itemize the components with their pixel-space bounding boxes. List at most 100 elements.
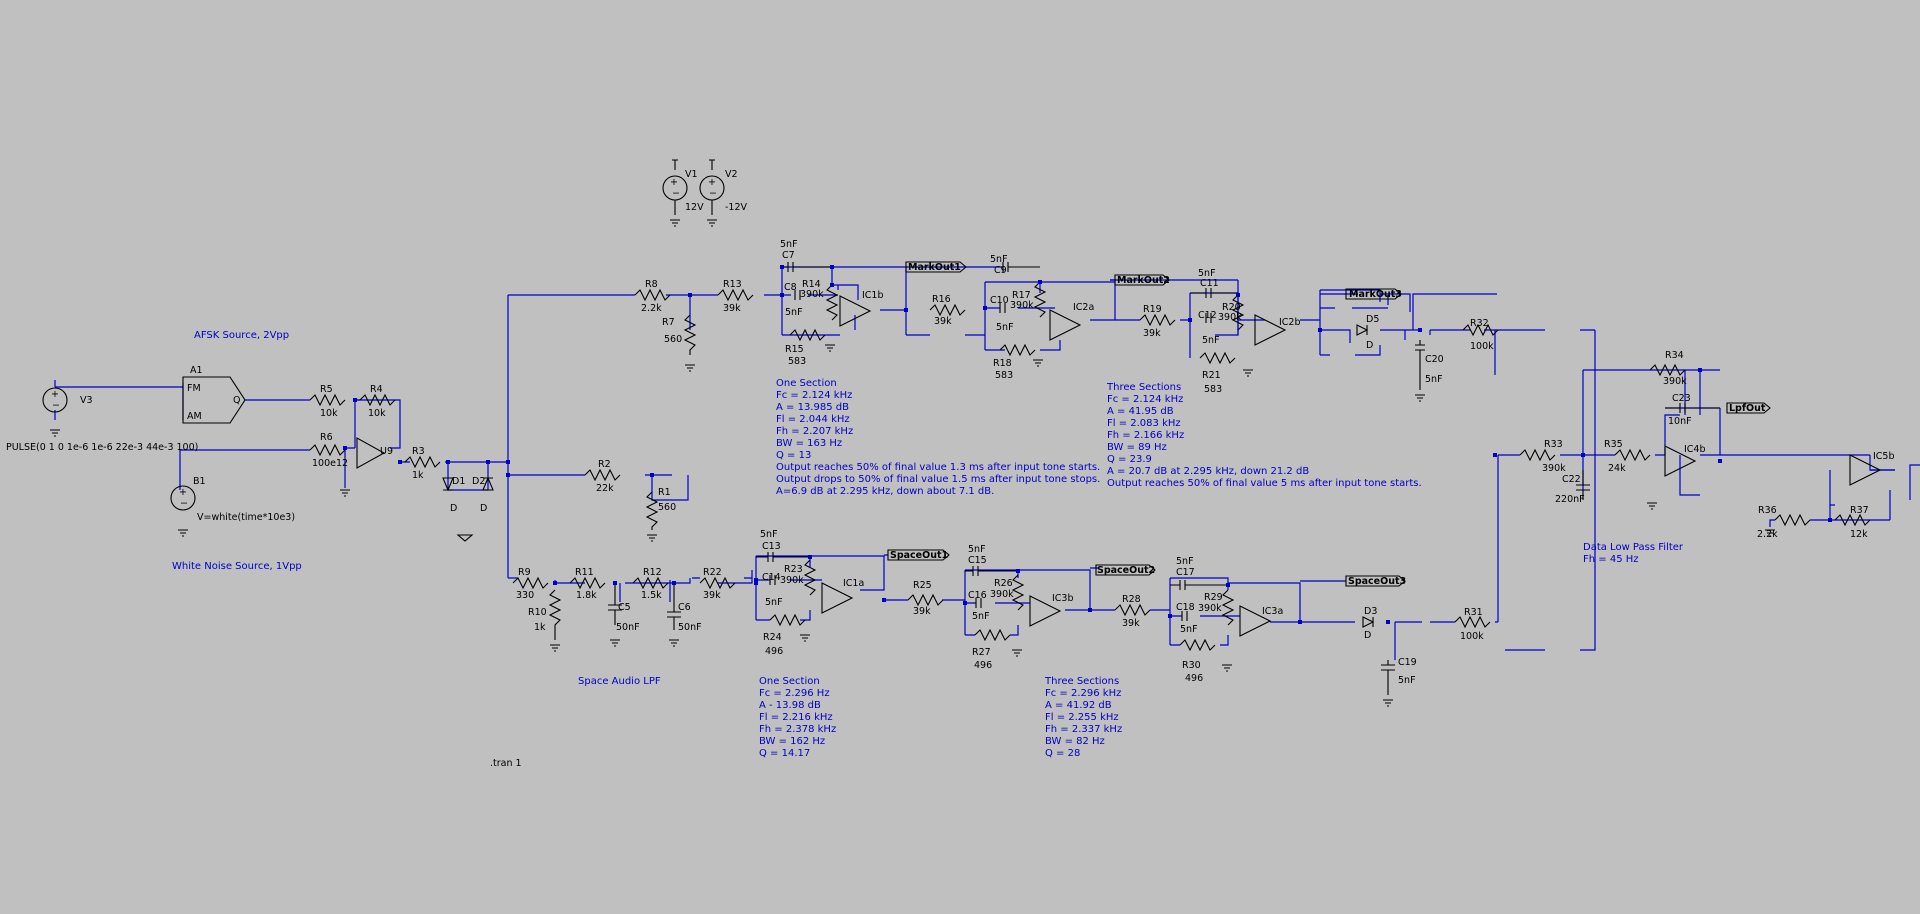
svg-text:10k: 10k <box>368 408 386 419</box>
data-lpf-fh: Fh = 45 Hz <box>1583 554 1639 565</box>
svg-text:R25: R25 <box>913 580 932 591</box>
afsk-modulator-a1: A1 FM AM Q <box>182 365 246 424</box>
svg-text:C20: C20 <box>1425 354 1444 365</box>
svg-text:1.8k: 1.8k <box>576 590 597 601</box>
svg-text:R13: R13 <box>723 279 742 290</box>
svg-text:R31: R31 <box>1464 607 1483 618</box>
opamps: U9 IC1b IC2a IC2b IC1a IC3b IC3a IC4b IC… <box>356 290 1895 637</box>
svg-text:C14: C14 <box>762 572 781 583</box>
mark-one-section-note: One Section Fc = 2.124 kHz A = 13.985 dB… <box>776 378 1100 497</box>
svg-text:V3: V3 <box>80 395 93 406</box>
svg-text:-12V: -12V <box>725 202 748 213</box>
svg-text:BW = 163 Hz: BW = 163 Hz <box>776 438 842 449</box>
supply-v1: +− V1 12V <box>662 159 704 227</box>
svg-text:39k: 39k <box>1143 328 1161 339</box>
svg-text:Fc = 2.124 kHz: Fc = 2.124 kHz <box>1107 394 1183 405</box>
svg-text:R1: R1 <box>658 487 671 498</box>
svg-text:5nF: 5nF <box>1176 556 1194 567</box>
svg-text:U9: U9 <box>380 446 393 457</box>
svg-text:BW = 162 Hz: BW = 162 Hz <box>759 736 825 747</box>
svg-text:D: D <box>480 503 487 514</box>
svg-text:39k: 39k <box>703 590 721 601</box>
svg-text:IC2a: IC2a <box>1073 302 1094 313</box>
space-three-section-note: Three Sections Fc = 2.296 kHz A = 41.92 … <box>1044 676 1122 759</box>
svg-text:R30: R30 <box>1182 660 1201 671</box>
svg-text:496: 496 <box>1185 673 1203 684</box>
svg-text:IC5b: IC5b <box>1873 451 1895 462</box>
svg-text:One Section: One Section <box>759 676 820 687</box>
svg-text:+: + <box>51 389 59 400</box>
svg-text:R23: R23 <box>784 564 803 575</box>
white-noise-note: White Noise Source, 1Vpp <box>172 561 302 572</box>
svg-text:C22: C22 <box>1562 474 1581 485</box>
svg-text:Q = 14.17: Q = 14.17 <box>759 748 810 759</box>
svg-text:SpaceOut1: SpaceOut1 <box>890 550 948 561</box>
svg-text:39k: 39k <box>913 606 931 617</box>
svg-text:C11: C11 <box>1200 278 1219 289</box>
svg-text:5nF: 5nF <box>1198 268 1216 279</box>
svg-text:330: 330 <box>516 590 534 601</box>
svg-text:10nF: 10nF <box>1668 416 1692 427</box>
svg-text:390k: 390k <box>780 575 804 586</box>
svg-text:R17: R17 <box>1012 290 1031 301</box>
svg-text:+: + <box>179 487 187 498</box>
svg-text:5nF: 5nF <box>760 529 778 540</box>
svg-text:R4: R4 <box>370 384 383 395</box>
svg-text:C8: C8 <box>784 282 797 293</box>
svg-text:583: 583 <box>1204 384 1222 395</box>
svg-text:D3: D3 <box>1364 606 1377 617</box>
svg-text:583: 583 <box>995 370 1013 381</box>
svg-text:5nF: 5nF <box>972 611 990 622</box>
svg-text:390k: 390k <box>1198 603 1222 614</box>
svg-text:R15: R15 <box>785 344 804 355</box>
svg-text:R8: R8 <box>645 279 658 290</box>
svg-text:A - 13.98 dB: A - 13.98 dB <box>759 700 821 711</box>
svg-text:496: 496 <box>974 660 992 671</box>
svg-text:R21: R21 <box>1202 370 1221 381</box>
svg-text:R35: R35 <box>1604 439 1623 450</box>
svg-text:IC4b: IC4b <box>1684 444 1706 455</box>
svg-text:5nF: 5nF <box>780 239 798 250</box>
svg-text:12k: 12k <box>1850 529 1868 540</box>
svg-text:Fc = 2.296 Hz: Fc = 2.296 Hz <box>759 688 830 699</box>
svg-text:A1: A1 <box>190 365 203 376</box>
svg-text:R11: R11 <box>575 567 594 578</box>
svg-text:1k: 1k <box>412 470 424 481</box>
svg-text:R29: R29 <box>1204 592 1223 603</box>
svg-text:MarkOut2: MarkOut2 <box>1117 275 1170 286</box>
svg-text:390k: 390k <box>990 589 1014 600</box>
svg-text:R14: R14 <box>802 279 821 290</box>
grounds <box>340 344 1657 672</box>
svg-text:A = 41.92 dB: A = 41.92 dB <box>1045 700 1112 711</box>
svg-text:5nF: 5nF <box>1202 335 1220 346</box>
svg-text:C9: C9 <box>994 265 1007 276</box>
svg-text:R28: R28 <box>1122 594 1141 605</box>
svg-text:D: D <box>1366 340 1373 351</box>
svg-text:R18: R18 <box>993 358 1012 369</box>
svg-text:390k: 390k <box>800 289 824 300</box>
svg-text:390k: 390k <box>1663 376 1687 387</box>
svg-text:MarkOut3: MarkOut3 <box>1349 289 1402 300</box>
svg-text:LpfOut: LpfOut <box>1729 403 1766 414</box>
svg-text:560: 560 <box>664 334 682 345</box>
svg-text:R5: R5 <box>320 384 333 395</box>
svg-text:Q = 13: Q = 13 <box>776 450 811 461</box>
svg-text:C7: C7 <box>782 250 795 261</box>
svg-text:220nF: 220nF <box>1555 494 1585 505</box>
svg-text:50nF: 50nF <box>616 622 640 633</box>
svg-text:Output reaches 50% of final va: Output reaches 50% of final value 5 ms a… <box>1107 478 1422 489</box>
svg-text:R2: R2 <box>598 459 611 470</box>
svg-text:Fl = 2.083 kHz: Fl = 2.083 kHz <box>1107 418 1181 429</box>
svg-text:390k: 390k <box>1542 463 1566 474</box>
svg-text:R32: R32 <box>1470 318 1489 329</box>
svg-text:39k: 39k <box>934 316 952 327</box>
svg-text:1k: 1k <box>534 622 546 633</box>
svg-text:D2: D2 <box>472 476 485 487</box>
svg-text:R24: R24 <box>763 632 782 643</box>
svg-text:C12: C12 <box>1198 310 1217 321</box>
svg-text:A = 13.985 dB: A = 13.985 dB <box>776 402 849 413</box>
svg-text:C23: C23 <box>1672 393 1691 404</box>
svg-text:SpaceOut3: SpaceOut3 <box>1348 576 1406 587</box>
svg-text:R37: R37 <box>1850 505 1869 516</box>
